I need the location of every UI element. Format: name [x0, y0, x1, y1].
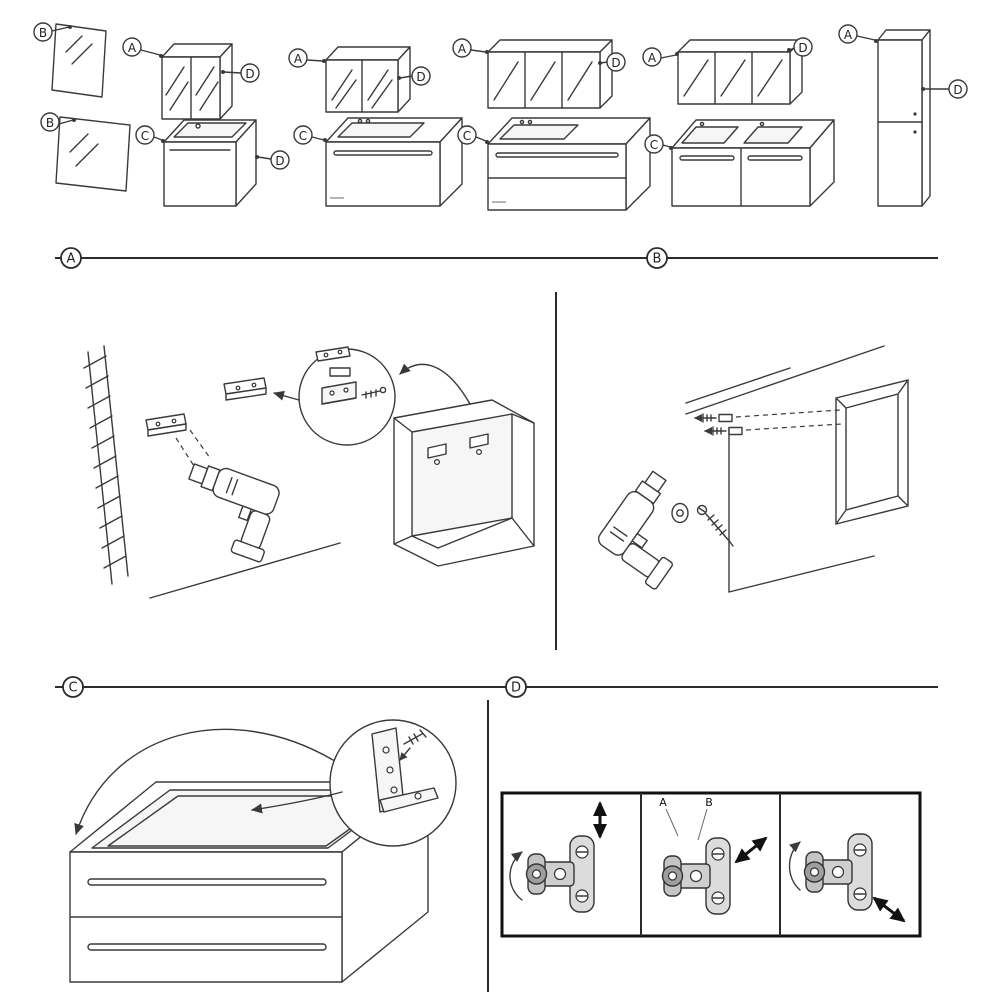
open-cabinet	[393, 399, 535, 567]
product-config-2: A D C	[288, 46, 463, 207]
section-a-letter: A	[67, 252, 76, 267]
mirror-frame	[835, 379, 909, 525]
section-label-b: B	[646, 247, 668, 269]
mirror-cabinet	[677, 39, 803, 105]
double-vanity-cabinet	[671, 119, 835, 207]
callout-a: A	[642, 47, 679, 67]
vanity-cabinet	[487, 117, 651, 211]
callout-c: C	[293, 125, 327, 145]
callout-d: D	[598, 52, 626, 72]
mirror-cabinet	[161, 43, 233, 120]
section-a-panel	[83, 345, 535, 599]
callout-c-label: C	[650, 138, 658, 152]
hinge-step-1	[509, 801, 607, 913]
tall-cabinet	[877, 29, 931, 207]
drill-icon	[188, 463, 280, 563]
callout-a: A	[452, 38, 489, 58]
section-divider-ab: A B	[55, 247, 938, 269]
hinge-step-3	[788, 833, 906, 923]
wall-bracket	[145, 413, 187, 437]
callout-b: B	[33, 22, 72, 42]
callout-a-label: A	[294, 52, 303, 66]
detail-arrow-short	[251, 791, 343, 814]
hinge-label-b: B	[705, 796, 713, 809]
floor-line	[149, 542, 341, 599]
callout-d-label: D	[953, 83, 962, 97]
callout-d: D	[787, 37, 813, 57]
wall-screw-and-plug	[704, 423, 843, 436]
cabinet-bracket	[427, 443, 447, 466]
screw-icon	[361, 386, 387, 399]
callout-c: C	[644, 134, 673, 154]
section-label-c: C	[62, 676, 84, 698]
section-b-letter: B	[653, 252, 662, 267]
product-config-4: A D C	[642, 37, 835, 207]
callout-a: A	[122, 37, 163, 58]
mirror-cabinet	[487, 39, 613, 109]
section-label-a: A	[60, 247, 82, 269]
callout-c-label: C	[299, 129, 307, 143]
bracket-detail-circle	[329, 719, 457, 847]
product-overview-row: B A D	[33, 22, 968, 211]
wall-screw-and-plug	[694, 409, 841, 423]
callout-b: B	[40, 112, 76, 132]
section-label-d: D	[505, 676, 527, 698]
section-d-letter: D	[511, 681, 521, 696]
callout-d-label: D	[275, 154, 284, 168]
wall-bracket	[223, 377, 267, 401]
callout-c-label: C	[141, 129, 149, 143]
callout-d: D	[397, 66, 431, 86]
callout-c: C	[457, 125, 489, 145]
section-b-panel	[597, 345, 909, 593]
callout-a-label: A	[844, 28, 853, 42]
product-config-1: B A D	[33, 22, 290, 207]
hinge-step-2: A B	[659, 796, 768, 915]
callout-a: A	[288, 48, 326, 68]
section-d-panel: A B	[500, 791, 922, 938]
washer-icon	[671, 502, 689, 524]
section-c-letter: C	[68, 681, 77, 696]
callout-c: C	[135, 125, 165, 145]
callout-a-label: A	[128, 41, 137, 55]
callout-b-label: B	[46, 116, 54, 130]
callout-d-label: D	[611, 56, 620, 70]
callout-c-label: C	[463, 129, 471, 143]
wall-hatching	[83, 345, 129, 585]
callout-d: D	[255, 150, 290, 170]
detail-arrow	[399, 363, 471, 405]
vanity-cabinet	[163, 119, 257, 207]
product-config-3: A D C	[452, 38, 651, 211]
callout-d: D	[921, 79, 968, 99]
callout-d-label: D	[798, 41, 807, 55]
callout-d: D	[221, 63, 260, 83]
screw-icon	[399, 729, 427, 761]
mirror-cabinet	[325, 46, 411, 113]
floor-line	[728, 555, 875, 593]
callout-b-label: B	[39, 26, 47, 40]
drill-icon	[597, 470, 674, 590]
callout-d-label: D	[245, 67, 254, 81]
mirror-panel	[55, 116, 131, 192]
callout-a-label: A	[648, 51, 657, 65]
mirror-panel	[51, 23, 107, 98]
callout-a-label: A	[458, 42, 467, 56]
section-divider-cd: C D	[55, 676, 938, 698]
product-config-5: A D	[838, 24, 968, 207]
callout-d-label: D	[416, 70, 425, 84]
callout-a: A	[838, 24, 878, 44]
detail-arrow-long	[74, 728, 334, 835]
bracket-detail-circle	[273, 346, 396, 446]
screw-icon	[696, 504, 734, 547]
hinge-label-a: A	[659, 796, 667, 809]
section-c-panel	[69, 719, 457, 983]
cabinet-bracket	[469, 433, 489, 456]
vanity-cabinet	[325, 117, 463, 207]
